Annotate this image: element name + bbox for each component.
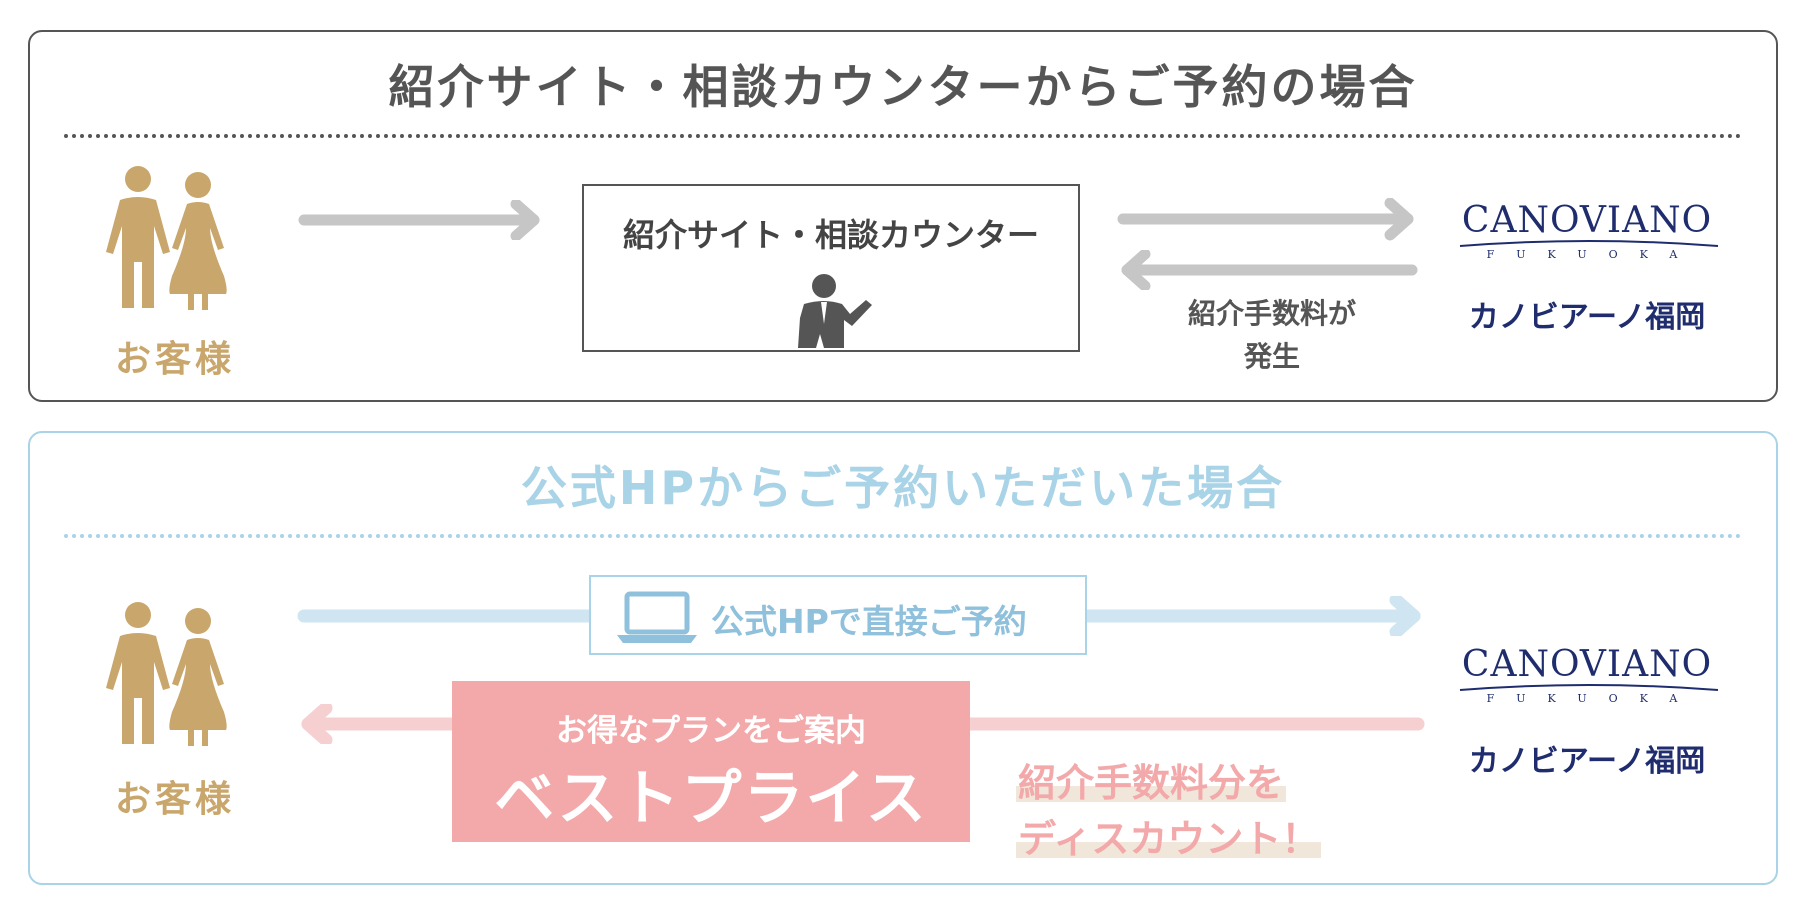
best-price-subtitle: お得なプランをご案内 [556,713,866,749]
logo-swoosh [1459,684,1719,691]
logo-subtitle: FUKUOKA [1486,692,1700,705]
official-title: 公式HPからご予約いただいた場合 [520,461,1286,515]
logo-subtitle: FUKUOKA [1486,248,1700,261]
logo-wordmark: CANOVIANO [1461,200,1713,241]
couple-icon [106,166,227,310]
logo-wordmark: CANOVIANO [1461,644,1713,685]
customer-label: お客様 [114,779,235,820]
fee-line-2: 発生 [1243,340,1300,373]
discount-line-1: 紹介手数料分を [1016,760,1287,805]
direct-booking-label: 公式HPで直接ご予約 [711,602,1027,641]
referral-title: 紹介サイト・相談カウンターからご予約の場合 [388,60,1418,114]
staff-icon [798,274,872,348]
referral-divider [64,134,1742,138]
discount-line-2: ディスカウント！ [1016,816,1322,861]
venue-name: カノビアーノ福岡 [1468,744,1706,779]
counter-label: 紹介サイト・相談カウンター [622,216,1039,254]
logo-swoosh [1459,240,1719,247]
fee-text: 紹介手数料が 発生 [1142,292,1402,378]
couple-icon [106,602,227,746]
venue-name: カノビアーノ福岡 [1468,300,1706,335]
arrow-left-icon [1121,250,1418,290]
official-panel [28,431,1778,885]
arrow-right-icon [1117,198,1414,241]
laptop-icon [617,591,697,643]
fee-line-1: 紹介手数料が [1187,297,1356,330]
official-divider [64,534,1742,538]
counter-box: 紹介サイト・相談カウンター [582,184,1080,352]
arrow-right-icon [298,200,540,240]
referral-panel [28,30,1778,402]
customer-label: お客様 [114,339,235,380]
direct-booking-box: 公式HPで直接ご予約 [589,575,1087,655]
best-price-box: お得なプランをご案内 ベストプライス [452,681,970,842]
best-price-title: ベストプライス [494,764,928,834]
